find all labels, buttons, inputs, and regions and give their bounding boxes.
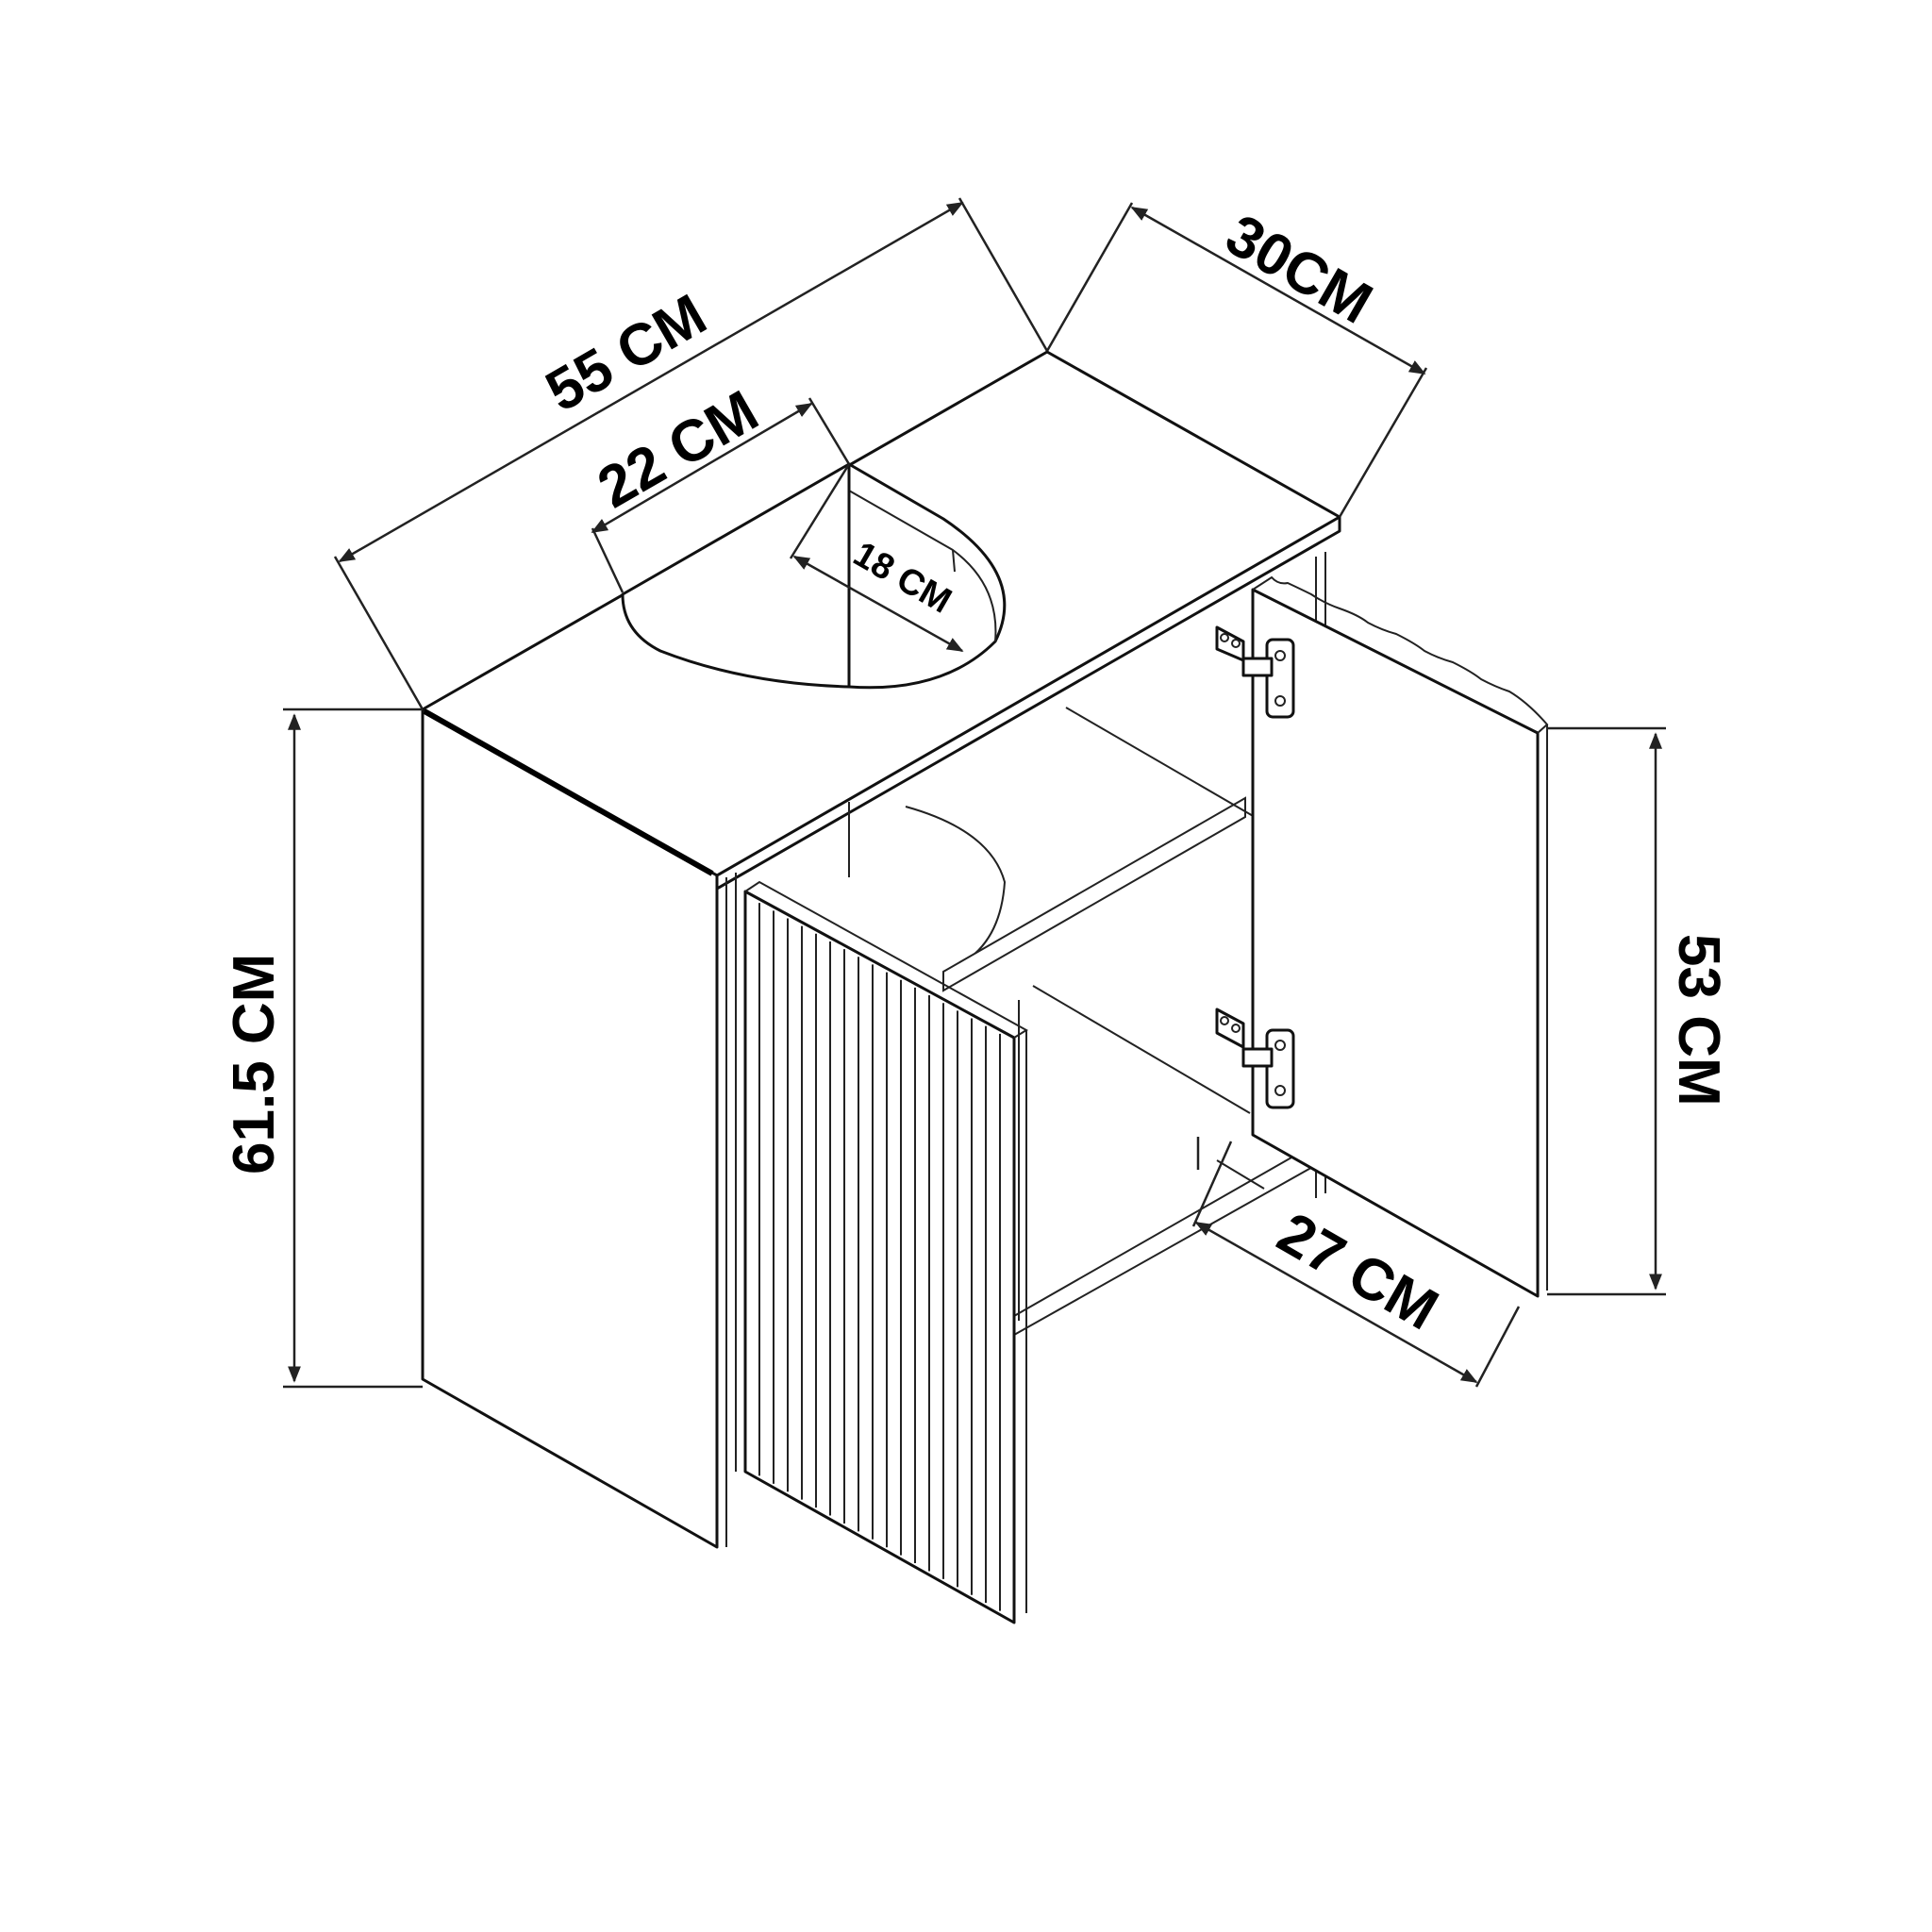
dimension-lines [283,197,1666,1389]
hinge-bottom [1215,1008,1295,1109]
label-width: 55 CM [536,282,718,425]
open-right-door [1251,575,1549,1298]
hinge-top [1215,625,1295,719]
fluted-left-door [743,880,1028,1624]
label-depth: 30CM [1215,202,1383,336]
label-cutout-width: 22 CM [588,378,770,521]
door-flutes [758,903,1001,1611]
shelf [942,796,1246,992]
label-door-height: 53 CM [1666,934,1731,1107]
label-height-total: 61.5 CM [222,954,287,1174]
